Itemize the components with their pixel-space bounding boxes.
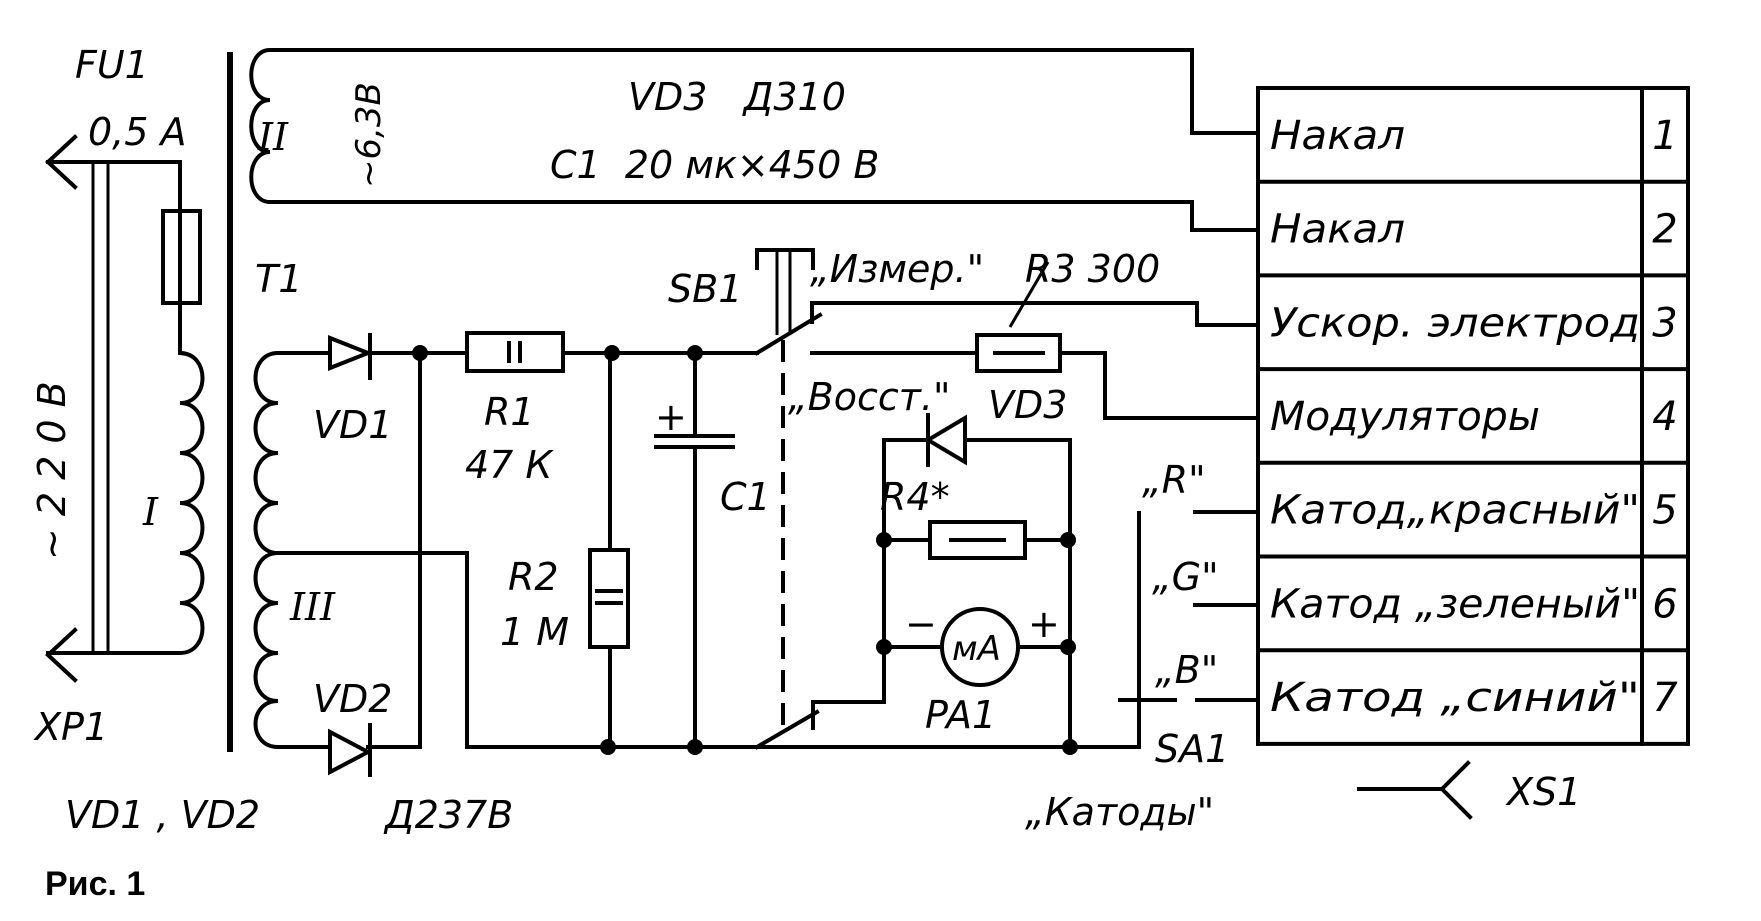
table-cell-pin-number: 7 [1652, 675, 1678, 721]
table-cell-pin-number: 1 [1652, 113, 1677, 159]
node-meter-right [1060, 639, 1076, 655]
wire-to-pin-2 [1190, 200, 1260, 232]
socket-xs1-label: XS1 [1505, 770, 1581, 814]
table-cell-signal-name: Модуляторы [1270, 394, 1540, 440]
winding-ii-voltage-label: ~6,3В [349, 82, 389, 188]
resistor-r3-label: R3 300 [1025, 247, 1160, 291]
diode-vd3-label: VD3 [988, 383, 1067, 427]
filament-winding-ii [249, 48, 1260, 232]
mains-wire-top [46, 160, 182, 213]
switch-sb1-restore-label: „Восст." [788, 375, 950, 419]
resistor-r2-label: R2 [508, 555, 559, 599]
table-row: Накал 2 [1270, 207, 1678, 253]
diode-vd2-label: VD2 [313, 677, 392, 721]
mains-voltage-label: ~ 2 2 0 В [30, 381, 74, 560]
meter-pa1-label: PA1 [925, 693, 996, 737]
switch-sa1 [1068, 510, 1260, 749]
mains-input [45, 134, 205, 683]
note-diodes: VD1 , VD2 [65, 793, 260, 837]
sb1-measure-contact [810, 301, 1260, 327]
winding-iii-upper [253, 351, 302, 556]
switch-sa1-g-label: „G" [1152, 555, 1219, 599]
table-cell-pin-number: 3 [1652, 300, 1677, 346]
switch-sa1-title: „Катоды" [1025, 790, 1214, 834]
meter-minus-label: − [905, 602, 937, 646]
capacitor-c1-plus: + [655, 395, 687, 439]
resistor-r1-value: 47 К [465, 443, 554, 487]
figure-caption: Рис. 1 [45, 865, 145, 903]
node-r4-left [876, 532, 892, 548]
note-diodes-type: Д237В [383, 793, 513, 837]
switch-sa1-b-label: „B" [1155, 648, 1218, 692]
node-meter-left [876, 639, 892, 655]
table-row: Ускор. электрод 3 [1270, 300, 1678, 346]
winding-i-label: I [142, 490, 159, 534]
resistor-r2-symbol [588, 548, 630, 649]
table-cell-signal-name: Накал [1270, 113, 1405, 159]
meter-circuit [876, 413, 1078, 755]
table-cell-signal-name: Накал [1270, 207, 1405, 253]
xs1-fork [1439, 760, 1473, 820]
wire-to-pin-1 [1190, 48, 1260, 135]
table-row: Катод „синий" 7 [1270, 675, 1678, 721]
switch-sa1-r-label: „R" [1142, 458, 1206, 502]
note-c1-rating: C1 20 мк×450 В [550, 143, 879, 187]
high-voltage-section [253, 331, 1072, 777]
fuse-fu1-label: FU1 [75, 43, 149, 87]
switch-sb1-measure-label: „Измер." [810, 247, 984, 291]
transformer-t1-label: T1 [255, 257, 302, 301]
table-row: Катод „зеленый" 6 [1270, 581, 1678, 627]
plug-xp1-label: XP1 [33, 705, 108, 749]
table-cell-pin-number: 2 [1652, 207, 1677, 253]
table-cell-signal-name: Катод „синий" [1270, 675, 1640, 721]
table-cell-signal-name: Ускор. электрод [1270, 300, 1640, 346]
capacitor-c1-label: C1 [720, 475, 771, 519]
table-row: Накал 1 [1270, 113, 1678, 159]
node-c1-bottom [687, 739, 703, 755]
winding-iii-label: III [289, 585, 336, 629]
meter-unit-label: мА [952, 629, 1001, 669]
winding-iii-lower [253, 550, 332, 749]
winding-ii-label: II [257, 115, 289, 159]
table-cell-pin-number: 6 [1652, 581, 1677, 627]
sb1-lower-lever [754, 709, 820, 750]
socket-xs1-symbol [1357, 760, 1473, 820]
sb1-lower-contact [811, 700, 886, 730]
diode-vd1-symbol [328, 335, 374, 371]
sa1-common-wire [1068, 511, 1141, 749]
table-row: Модуляторы 4 [1270, 394, 1678, 440]
node-r4-right [1060, 532, 1076, 548]
table-cell-signal-name: Катод„красный" [1270, 488, 1640, 534]
fuse-rating-label: 0,5 А [88, 110, 187, 154]
table-cell-pin-number: 4 [1652, 394, 1677, 440]
diode-vd2-symbol [328, 728, 373, 776]
node-r2-bottom [600, 739, 616, 755]
r3-leader-line [1008, 261, 1050, 328]
meter-pa1-symbol [940, 607, 1020, 687]
sb1-button-cap [755, 248, 815, 270]
resistor-r1-symbol [465, 331, 565, 373]
switch-sb1-label: SB1 [668, 267, 742, 311]
note-vd3-type: VD3 Д310 [628, 75, 846, 119]
table-cell-signal-name: Катод „зеленый" [1270, 581, 1640, 627]
wire-r3-to-pin-4 [1058, 351, 1260, 420]
sb1-upper-lever [754, 312, 823, 356]
diode-vd1-label: VD1 [313, 403, 392, 447]
center-tap-wire [276, 551, 1072, 749]
resistor-r2-value: 1 М [500, 610, 569, 654]
meter-loop-left [882, 438, 927, 704]
table-cell-pin-number: 5 [1652, 488, 1677, 534]
meter-plus-label: + [1028, 602, 1060, 646]
resistor-r4-label: R4* [880, 475, 950, 519]
switch-sa1-label: SA1 [1155, 727, 1229, 771]
table-row: Катод„красный" 5 [1270, 488, 1678, 534]
diode-vd3-symbol [924, 414, 967, 466]
resistor-r1-label: R1 [484, 390, 535, 434]
winding-ii-coil [249, 48, 1194, 204]
switch-sb1 [754, 248, 1260, 750]
primary-winding-i [46, 350, 205, 655]
